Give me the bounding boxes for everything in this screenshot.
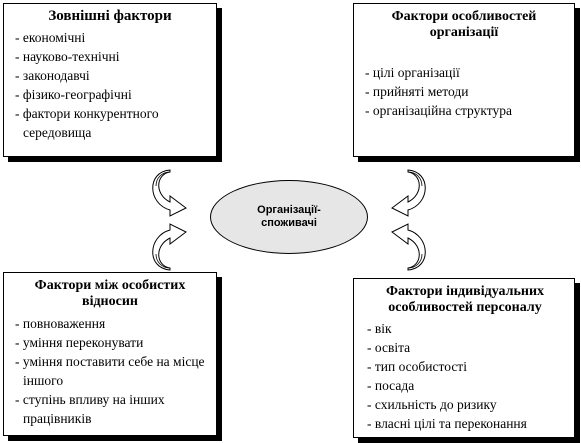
list-item: уміння переконувати: [10, 333, 210, 352]
list-item: посада: [362, 376, 568, 395]
external-factors-box: Зовнішні фактори економічні науково-техн…: [3, 3, 217, 157]
center-node: Організації-споживачі: [210, 180, 368, 254]
list-item: повноваження: [10, 314, 210, 333]
curved-arrow-icon: [152, 169, 187, 217]
list-item: власні цілі та переконання: [362, 414, 568, 433]
individual-factors-list: вік освіта тип особистості посада схильн…: [362, 319, 568, 433]
list-item: цілі організації: [360, 63, 568, 82]
list-item: освіта: [362, 338, 568, 357]
interpersonal-factors-list: повноваження уміння переконувати уміння …: [10, 314, 210, 428]
external-factors-list: економічні науково-технічні законодавчі …: [10, 28, 210, 142]
individual-factors-box: Фактори індивідуальних особливостей перс…: [353, 278, 575, 438]
interpersonal-factors-title: Фактори між особистих відносин: [34, 278, 186, 309]
list-item: організаційна структура: [360, 101, 568, 120]
curved-arrow-icon: [152, 223, 187, 271]
list-item: законодавчі: [10, 66, 210, 85]
center-label: Організації-споживачі: [257, 204, 321, 229]
interpersonal-factors-box: Фактори між особистих відносин повноваже…: [3, 272, 217, 436]
organization-factors-box: Фактори особливостей організації цілі ор…: [353, 3, 575, 157]
organization-factors-title: Фактори особливостей організації: [391, 9, 537, 40]
curved-arrow-icon: [391, 223, 426, 271]
list-item: фізико-географічні: [10, 85, 210, 104]
organization-factors-list: цілі організації прийняті методи організ…: [360, 63, 568, 120]
list-item: вік: [362, 319, 568, 338]
list-item: фактори конкурентного середовища: [10, 104, 210, 142]
external-factors-title: Зовнішні фактори: [48, 8, 172, 24]
list-item: уміння поставити себе на місце іншого: [10, 352, 210, 390]
list-item: схильність до ризику: [362, 395, 568, 414]
list-item: прийняті методи: [360, 82, 568, 101]
list-item: науково-технічні: [10, 47, 210, 66]
list-item: тип особистості: [362, 357, 568, 376]
curved-arrow-icon: [391, 169, 426, 217]
list-item: економічні: [10, 28, 210, 47]
individual-factors-title: Фактори індивідуальних особливостей перс…: [385, 284, 545, 315]
list-item: ступінь впливу на інших працівників: [10, 390, 210, 428]
